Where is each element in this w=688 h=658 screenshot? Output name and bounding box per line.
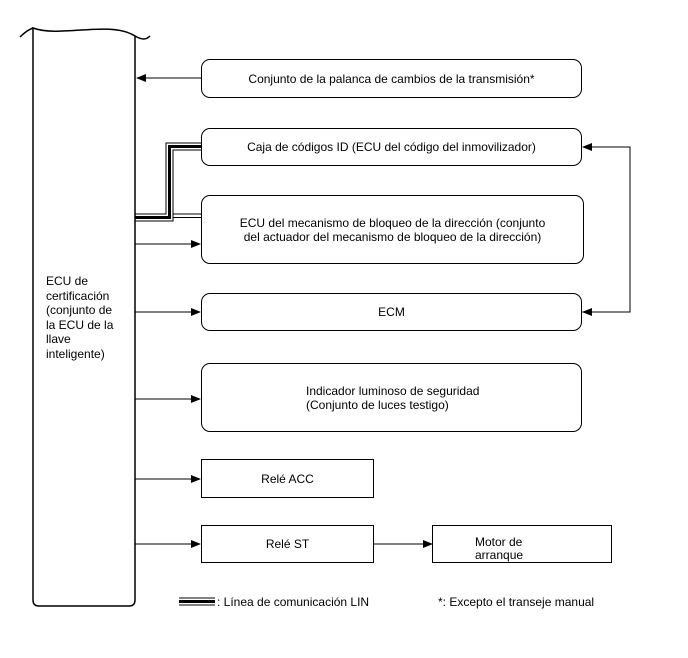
legend-note-text: *: Excepto el transeje manual bbox=[438, 595, 595, 609]
legend-lin-symbol bbox=[179, 597, 215, 606]
id-code-box: Caja de códigos ID (ECU del código del i… bbox=[201, 128, 582, 166]
security-indicator-box: Indicador luminoso de seguridad (Conjunt… bbox=[201, 363, 582, 432]
ecu-label-line: ECU de bbox=[46, 274, 89, 288]
shift-lever-label: Conjunto de la palanca de cambios de la … bbox=[248, 71, 535, 86]
starter-motor-label-line1: Motor de bbox=[475, 535, 523, 549]
wire-ecm-id-loop bbox=[582, 146, 631, 313]
starter-motor-box: Motor de arranque bbox=[432, 525, 612, 563]
ecu-label-line: (conjunto de bbox=[46, 303, 113, 317]
ecu-label-line: la ECU de la bbox=[46, 317, 114, 332]
lin-bus bbox=[135, 142, 201, 222]
ecu-label-line: certificación bbox=[46, 288, 110, 303]
st-relay-label: Relé ST bbox=[265, 537, 310, 551]
acc-relay-box: Relé ACC bbox=[201, 459, 374, 498]
break-mark-right bbox=[134, 35, 151, 40]
id-code-box-label: Caja de códigos ID (ECU del código del i… bbox=[247, 140, 536, 154]
legend-lin-text: : Línea de comunicación LIN bbox=[217, 595, 370, 609]
ecm-label: ECM bbox=[378, 305, 405, 319]
certification-ecu-outline bbox=[32, 26, 136, 607]
ecu-label-line: llave bbox=[46, 332, 71, 346]
steering-lock-ecu-box: ECU del mecanismo de bloqueo de la direc… bbox=[201, 195, 584, 264]
shift-lever-assembly-box: Conjunto de la palanca de cambios de la … bbox=[201, 59, 582, 98]
break-mark-left bbox=[19, 27, 34, 38]
security-indicator-label-line2: (Conjunto de luces testigo) bbox=[306, 397, 449, 412]
starter-motor-label-line2: arranque bbox=[475, 548, 524, 562]
ecu-label-line: inteligente) bbox=[46, 346, 105, 361]
security-indicator-label-line1: Indicador luminoso de seguridad bbox=[306, 383, 480, 398]
ecm-box: ECM bbox=[201, 293, 582, 331]
acc-relay-label: Relé ACC bbox=[261, 471, 314, 486]
certification-ecu-label: ECU de certificación (conjunto de la ECU… bbox=[46, 274, 130, 361]
st-relay-box: Relé ST bbox=[201, 525, 374, 563]
steering-lock-label-line2: del actuador del mecanismo de bloqueo de… bbox=[243, 229, 542, 244]
steering-lock-label-line1: ECU del mecanismo de bloqueo de la direc… bbox=[239, 215, 546, 230]
